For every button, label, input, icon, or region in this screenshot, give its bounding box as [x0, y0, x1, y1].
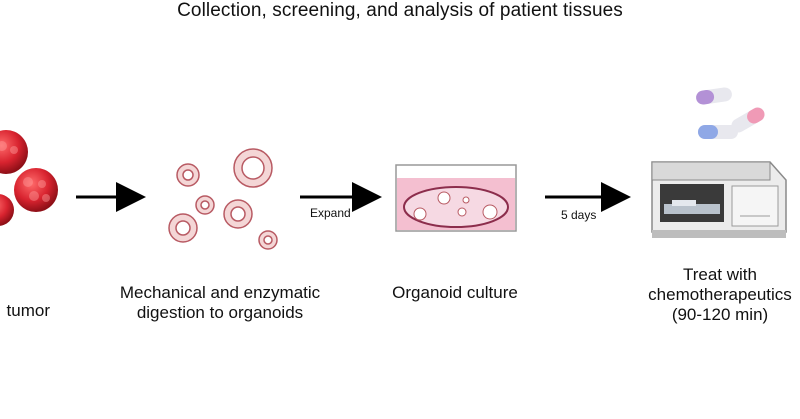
treat-caption-line1: Treat with: [682, 265, 757, 284]
tumor-caption: tumor: [6, 301, 50, 320]
organoids-illustration: [168, 148, 278, 250]
digestion-caption-line1: Mechanical and enzymatic: [119, 283, 321, 302]
diagram-title: Collection, screening, and analysis of p…: [177, 0, 623, 21]
tumor-illustration: [0, 130, 58, 226]
digestion-caption: Mechanical and enzymatic digestion to or…: [95, 283, 345, 323]
expand-label: Expand: [310, 206, 351, 220]
plate-reader-illustration: [651, 161, 787, 238]
treat-caption-line3: (90-120 min): [671, 305, 769, 324]
pills-illustration: [696, 87, 765, 139]
culture-dish-illustration: [395, 164, 517, 232]
treat-caption-line2: chemotherapeutics: [648, 285, 792, 304]
culture-caption: Organoid culture: [392, 283, 518, 302]
days-label: 5 days: [561, 208, 597, 222]
treat-caption: Treat with chemotherapeutics (90-120 min…: [640, 265, 800, 325]
digestion-caption-line2: digestion to organoids: [136, 303, 304, 322]
